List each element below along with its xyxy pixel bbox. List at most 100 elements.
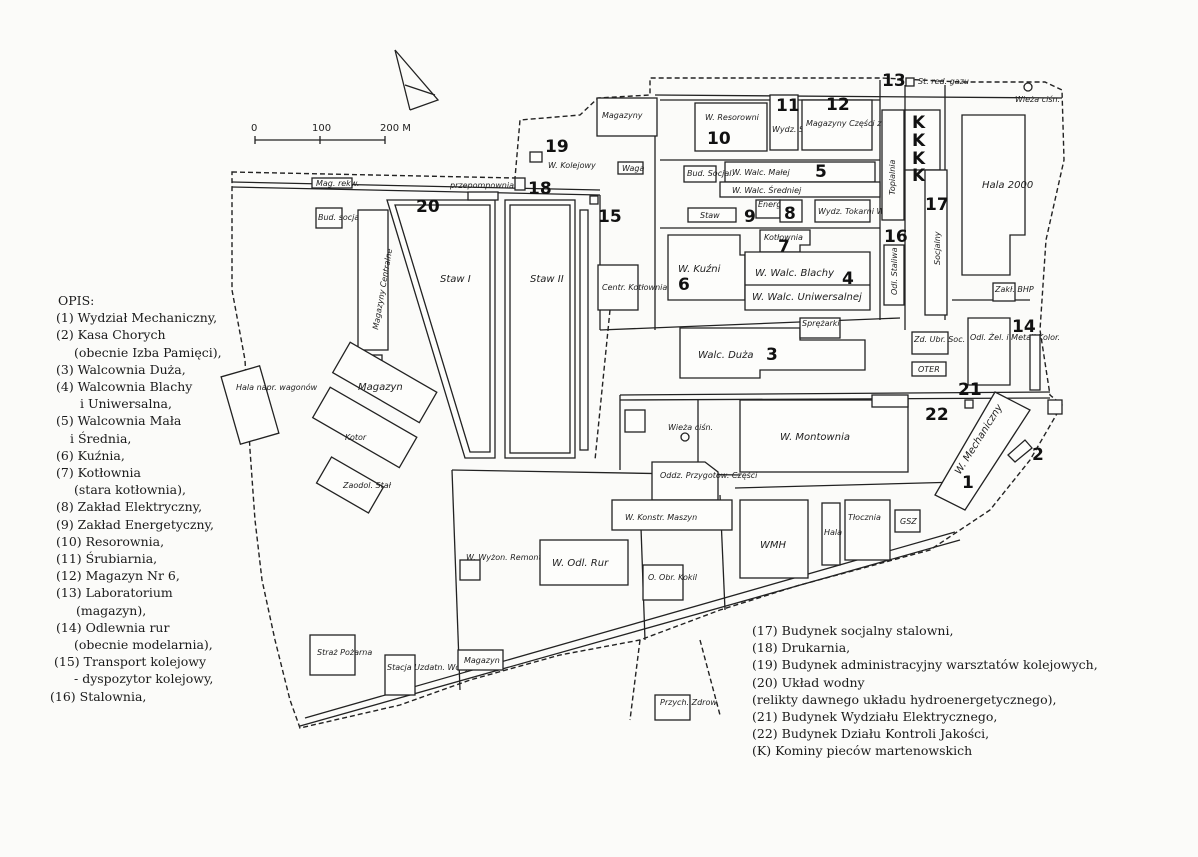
mag-rekwiz-label: Mag. rekw.	[316, 179, 359, 188]
stacja-building	[384, 654, 416, 696]
legend-left: OPIS: (1) Wydział Mechaniczny, (2) Kasa …	[50, 292, 250, 705]
przepompownia-building	[467, 191, 499, 201]
odlewnia-rur-building	[967, 317, 1011, 386]
legend-line: (12) Magazyn Nr 6,	[56, 568, 180, 584]
topialnia-label: Topialnia	[888, 159, 897, 195]
zd-ubr-building	[911, 331, 949, 355]
legend-right: (17) Budynek socjalny stalowni, (18) Dru…	[752, 622, 1172, 760]
legend-line: (K) Kominy pieców martenowskich	[752, 743, 973, 759]
centr-kotlownia-building	[597, 264, 639, 311]
waga-label: Waga	[622, 164, 644, 173]
number-20: 20	[416, 197, 440, 217]
building-small-left	[315, 207, 343, 229]
magazyn-small-building	[457, 649, 504, 671]
number-21: 21	[958, 380, 982, 400]
stacja-label: Stacja Uzdatn. Wody	[387, 663, 470, 672]
number-1: 1	[962, 473, 974, 493]
chimney-k-4: K	[912, 166, 926, 186]
sprezarki-label: Sprężarki	[802, 319, 840, 328]
magazyn-label: Magazyn	[358, 382, 403, 393]
kasa-building	[1029, 334, 1041, 391]
bud-soc-label: Bud. socjal.	[318, 213, 364, 222]
number-13: 13	[882, 71, 906, 91]
wmh-building	[739, 499, 809, 579]
magazyny-centralne-building	[357, 209, 389, 351]
legend-line: (14) Odlewnia rur	[56, 619, 170, 635]
przych-building	[654, 694, 691, 721]
staw-small-building	[687, 207, 737, 223]
zaodol-building	[315, 456, 385, 514]
walc-duza-label: Walc. Duża	[698, 350, 754, 361]
tokarnia-building	[814, 199, 871, 223]
sprezarki2-building	[871, 394, 909, 408]
stalownia-building	[883, 244, 905, 306]
magazyn-nr6-building	[801, 99, 873, 151]
energ-label: Energ.	[758, 200, 784, 209]
legend-line: (relikty dawnego układu hydroenergetyczn…	[752, 691, 1057, 707]
legend-line: (4) Walcownia Blachy	[56, 379, 193, 395]
legend-line: (15) Transport kolejowy	[54, 654, 207, 670]
przych-label: Przych. Zdrow.	[660, 698, 719, 707]
przepompownia-label: przepompownia	[449, 181, 514, 190]
hala-napr-building	[220, 365, 280, 445]
number-12: 12	[826, 95, 850, 115]
number-18: 18	[528, 179, 552, 199]
legend-line: (6) Kuźnia,	[56, 447, 125, 463]
building-18	[514, 177, 526, 191]
wydzial-mechaniczny-building	[934, 391, 1031, 511]
legend-line: (2) Kasa Chorych	[56, 327, 166, 343]
legend-line: (stara kotłownia),	[74, 482, 186, 498]
srubiarnia-building	[769, 94, 799, 151]
zd-ubr-label: Zd. Ubr. Soc. Bud.	[913, 335, 986, 344]
oter-label: OTER	[918, 365, 940, 374]
straz-label: Straż Pożarna	[317, 648, 372, 657]
zaklad-elektryczny-building	[779, 199, 803, 223]
bud-socjal-building	[683, 165, 717, 183]
stl-gazu-label: St. red. gazu	[918, 77, 969, 86]
legend-line: (1) Wydział Mechaniczny,	[56, 310, 218, 326]
number-16: 16	[884, 227, 908, 247]
scale-tick-200: 200 M	[380, 123, 411, 134]
legend-line: (13) Laboratorium	[56, 585, 173, 601]
legend-line: (22) Budynek Działu Kontroli Jakości,	[752, 726, 990, 742]
resorownia-label: W. Resorowni	[705, 113, 760, 122]
legend-line: i Uniwersalna,	[80, 396, 172, 412]
legend-line: (9) Zakład Energetyczny,	[56, 516, 214, 532]
zakl-bhp-building	[992, 282, 1016, 302]
centr-kotlownia-label: Centr. Kotłownia	[602, 283, 667, 292]
chimney-k-3: K	[912, 149, 926, 169]
legend-line: (21) Budynek Wydziału Elektrycznego,	[752, 709, 998, 725]
number-11: 11	[776, 96, 800, 116]
legend-line: i Średnia,	[70, 430, 132, 446]
number-7: 7	[778, 237, 790, 257]
obr-kokil-building	[642, 564, 684, 601]
legend-line: (16) Stalownia,	[50, 688, 147, 704]
wieza-cisn-2-label: Wieża ciśn.	[668, 422, 713, 432]
legend-line: - dyspozytor kolejowy,	[74, 671, 214, 687]
legend-line: (obecnie Izba Pamięci),	[74, 344, 222, 360]
konstr-maszyn-label: W. Konstr. Maszyn	[625, 513, 697, 522]
hala-1022-building	[821, 502, 841, 566]
wydz-tokarni-label: Wydz. Tokarni Walc.	[818, 207, 898, 216]
magazyn-czesci-label: Magazyny Części zam.	[806, 118, 897, 128]
walc-srednia-label: W. Walc. Średniej	[732, 184, 802, 195]
legend-line: (8) Zakład Elektryczny,	[56, 499, 203, 515]
water-tower-1-icon	[1023, 82, 1033, 92]
building-22	[964, 399, 974, 409]
walc-srednia-building	[719, 181, 881, 198]
obr-kokil-label: O. Obr. Kokil	[648, 573, 698, 582]
number-9: 9	[744, 207, 756, 227]
kotor-label: Kotor	[345, 433, 367, 442]
staw-i-label: Staw I	[440, 274, 471, 285]
number-17: 17	[925, 195, 949, 215]
legend-line: (magazyn),	[76, 602, 147, 618]
odl-zel-label: Odl. Żel. i Metali Kolor.	[970, 332, 1060, 342]
water-system: Staw I Staw II	[386, 199, 589, 459]
number-2: 2	[1032, 445, 1044, 465]
chimney-k-2: K	[912, 131, 926, 151]
tlocznia-building	[844, 499, 891, 561]
hala-napr-label: Hala napr. wagonów	[236, 382, 318, 392]
walc-mala-label: W. Walc. Małej	[732, 168, 790, 177]
odl-staliwa-label: Odl. Staliwa	[890, 247, 899, 295]
odl-rur-label: W. Odl. Rur	[552, 558, 609, 569]
